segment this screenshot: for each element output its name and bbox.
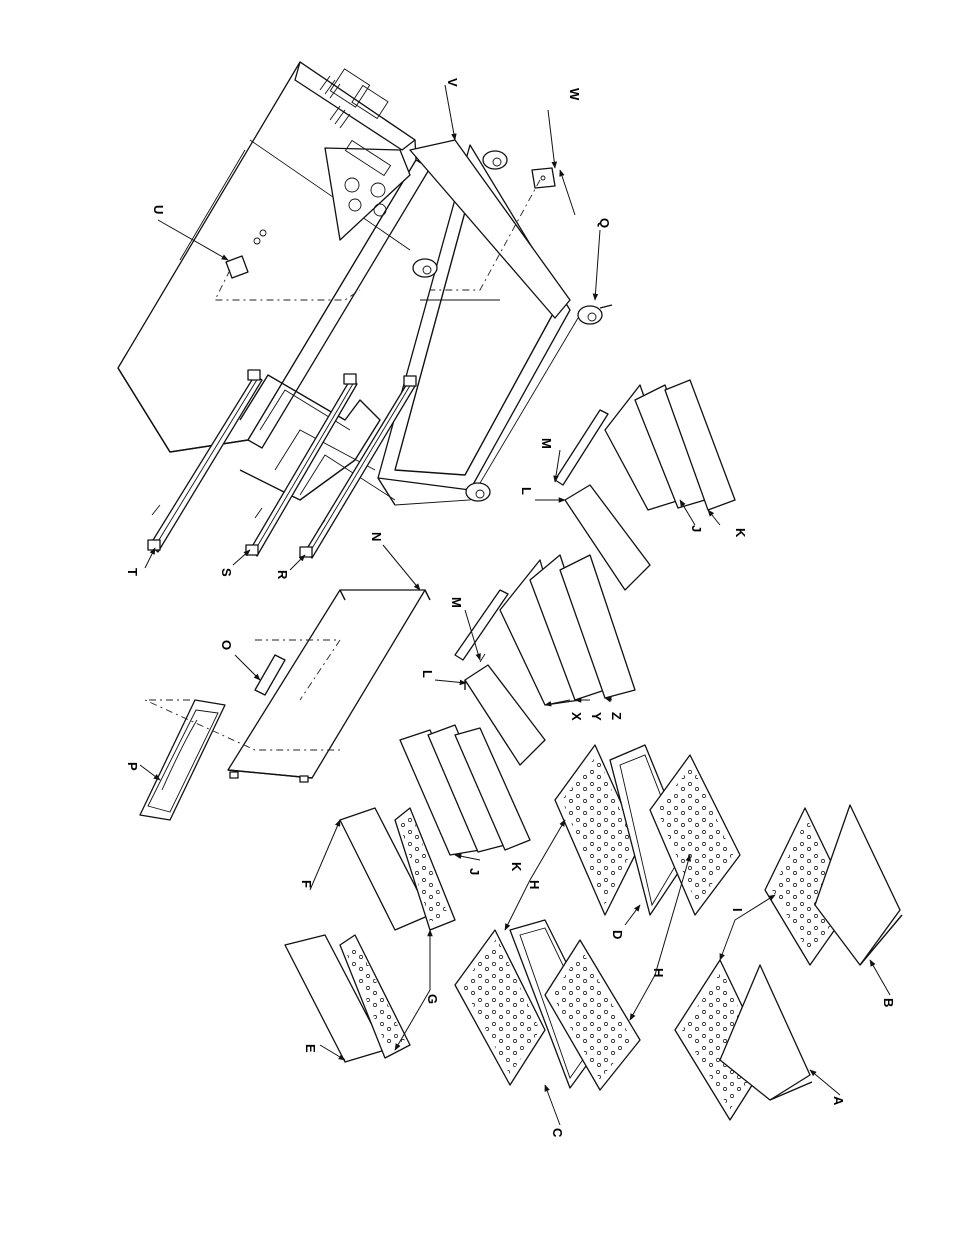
label-l2: L — [519, 487, 534, 495]
label-k-left: K — [509, 862, 524, 872]
label-l1: L — [420, 670, 435, 678]
label-t: T — [125, 568, 140, 576]
caster-wheel-1 — [483, 151, 507, 169]
label-w: W — [567, 88, 582, 101]
label-n: N — [369, 532, 384, 541]
label-d: D — [610, 930, 625, 939]
label-p: P — [125, 762, 140, 771]
window-p — [140, 700, 225, 820]
label-x: X — [569, 712, 584, 721]
label-h-upper: H — [527, 880, 542, 889]
label-g: G — [425, 994, 440, 1004]
label-h-lower: H — [651, 968, 666, 977]
caster-wheel-3 — [466, 483, 490, 501]
caster-wheel-2 — [413, 259, 437, 277]
pans-jk-right — [605, 380, 735, 510]
pans-xyz — [500, 555, 635, 705]
label-b: B — [881, 998, 896, 1007]
label-k-right: K — [733, 528, 748, 538]
label-u: U — [151, 205, 166, 214]
label-e: E — [303, 1044, 318, 1053]
label-s: S — [219, 568, 234, 577]
label-i: I — [730, 908, 745, 912]
label-m2: M — [539, 438, 554, 449]
label-j-left: J — [467, 868, 482, 875]
label-a: A — [831, 1096, 846, 1106]
label-r: R — [275, 570, 290, 580]
label-z: Z — [609, 712, 624, 720]
cart-b — [815, 805, 902, 965]
label-y: Y — [589, 712, 604, 721]
label-m1: M — [449, 597, 464, 608]
belt-frame-m2 — [555, 410, 608, 485]
label-f: F — [299, 880, 314, 888]
label-q: Q — [597, 218, 612, 228]
bracket-w — [532, 168, 555, 188]
label-j-right: J — [689, 525, 704, 532]
label-o: O — [219, 640, 234, 650]
caster-wheel-q — [578, 305, 612, 324]
label-v: V — [445, 78, 460, 87]
label-c: C — [550, 1128, 565, 1138]
